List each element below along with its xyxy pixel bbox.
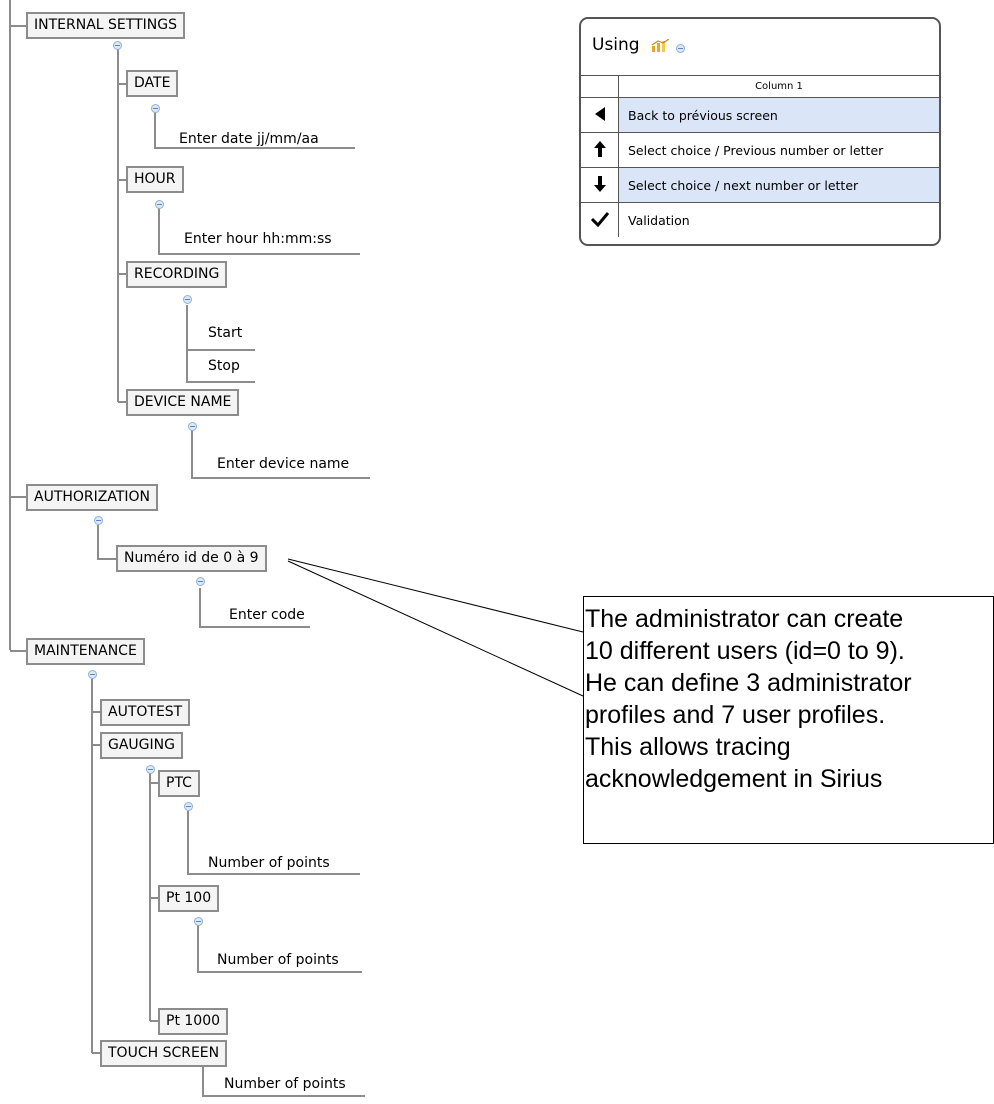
callout-line: This allows tracing	[585, 733, 791, 761]
leaf-ptc-points[interactable]: Number of points	[208, 855, 330, 871]
node-maintenance[interactable]: MAINTENANCE	[26, 638, 145, 665]
legend-title: Using	[592, 35, 640, 55]
callout-line: profiles and 7 user profiles.	[585, 701, 886, 729]
callout-line: He can define 3 administrator	[585, 669, 912, 697]
legend-row-label: Select choice / next number or letter	[618, 167, 939, 203]
node-hour[interactable]: HOUR	[126, 166, 184, 193]
collapse-icon[interactable]	[88, 670, 97, 679]
node-authorization[interactable]: AUTHORIZATION	[26, 484, 159, 511]
leaf-pt100-points[interactable]: Number of points	[217, 952, 339, 968]
legend-row: Select choice / Previous number or lette…	[581, 132, 939, 168]
node-pt1000[interactable]: Pt 1000	[158, 1008, 229, 1035]
legend-header: Using	[581, 19, 939, 75]
collapse-icon[interactable]	[94, 516, 103, 525]
collapse-icon[interactable]	[183, 295, 192, 304]
legend-header-row: Column 1	[581, 75, 939, 98]
collapse-icon[interactable]	[146, 765, 155, 774]
node-gauging[interactable]: GAUGING	[100, 732, 183, 759]
back-arrow-icon	[581, 97, 619, 133]
collapse-icon[interactable]	[188, 422, 197, 431]
leaf-stop[interactable]: Stop	[208, 358, 240, 374]
leaf-date-entry[interactable]: Enter date jj/mm/aa	[179, 131, 319, 147]
node-internal-settings[interactable]: INTERNAL SETTINGS	[26, 12, 185, 39]
collapse-icon[interactable]	[194, 917, 203, 926]
node-device-name[interactable]: DEVICE NAME	[126, 389, 240, 416]
legend-table: Column 1 Back to prévious screen Select …	[581, 75, 939, 237]
collapse-icon[interactable]	[184, 802, 193, 811]
node-ptc[interactable]: PTC	[158, 770, 200, 797]
node-pt100[interactable]: Pt 100	[158, 885, 220, 912]
collapse-icon[interactable]	[676, 44, 685, 53]
column-header: Column 1	[618, 75, 939, 98]
legend-row: Select choice / next number or letter	[581, 167, 939, 203]
node-touch-screen[interactable]: TOUCH SCREEN	[100, 1040, 228, 1067]
legend-panel: Using Column 1 Back to prévious screen S…	[579, 17, 941, 246]
leaf-start[interactable]: Start	[208, 325, 243, 341]
checkmark-icon	[581, 202, 619, 237]
callout-line: 10 different users (id=0 to 9).	[585, 637, 905, 665]
arrow-up-icon	[581, 132, 619, 168]
leaf-hour-entry[interactable]: Enter hour hh:mm:ss	[184, 231, 332, 247]
collapse-icon[interactable]	[196, 577, 205, 586]
arrow-down-icon	[581, 167, 619, 203]
collapse-icon[interactable]	[155, 200, 164, 209]
chart-icon	[651, 39, 670, 52]
legend-row: Validation	[581, 202, 939, 237]
legend-row-label: Select choice / Previous number or lette…	[618, 132, 939, 168]
node-user-id[interactable]: Numéro id de 0 à 9	[116, 545, 267, 572]
node-autotest[interactable]: AUTOTEST	[100, 699, 191, 726]
node-recording[interactable]: RECORDING	[126, 261, 228, 288]
collapse-icon[interactable]	[151, 104, 160, 113]
legend-row-label: Back to prévious screen	[618, 97, 939, 133]
callout-line: The administrator can create	[585, 605, 904, 633]
legend-row-label: Validation	[618, 202, 939, 237]
leaf-pt1000-points[interactable]: Number of points	[224, 1076, 346, 1092]
leaf-device-name-entry[interactable]: Enter device name	[217, 456, 350, 472]
node-date[interactable]: DATE	[126, 70, 179, 97]
leaf-code-entry[interactable]: Enter code	[229, 607, 305, 623]
collapse-icon[interactable]	[113, 41, 122, 50]
callout-note: The administrator can create 10 differen…	[583, 596, 994, 844]
legend-row: Back to prévious screen	[581, 97, 939, 133]
callout-line: acknowledgement in Sirius	[585, 765, 883, 793]
